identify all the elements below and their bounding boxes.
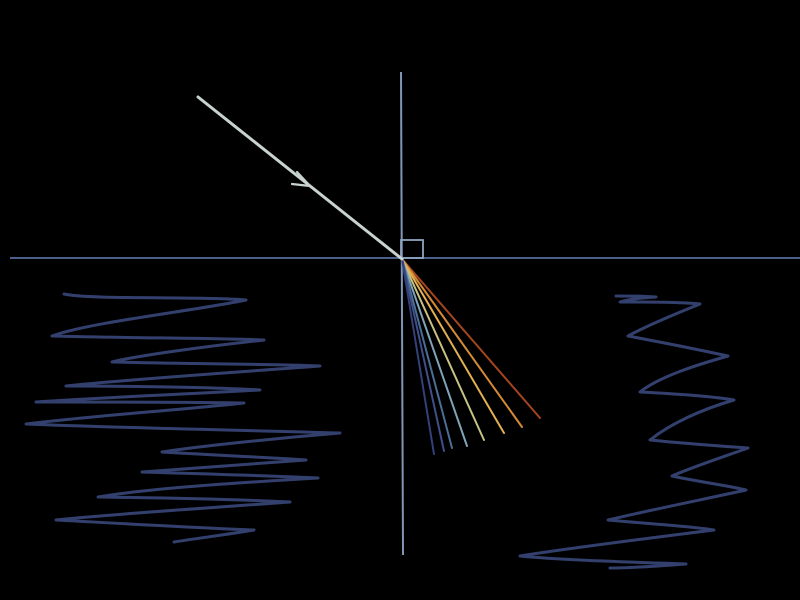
water-scribble-left bbox=[24, 292, 342, 544]
refracted-ray-2 bbox=[401, 258, 523, 428]
refracted-rays bbox=[401, 258, 541, 455]
water-scribble-right bbox=[518, 294, 750, 570]
refracted-ray-6 bbox=[401, 258, 453, 449]
refracted-ray-5 bbox=[401, 258, 468, 447]
arrow-icon bbox=[290, 170, 312, 188]
refracted-ray-7 bbox=[401, 258, 445, 452]
right-angle-marker bbox=[400, 239, 424, 259]
incident-ray bbox=[196, 95, 404, 261]
refracted-ray-3 bbox=[401, 258, 505, 434]
normal-line bbox=[400, 71, 404, 556]
refracted-ray-8 bbox=[401, 258, 435, 455]
refracted-ray-1 bbox=[401, 258, 541, 419]
refracted-ray-4 bbox=[401, 258, 485, 441]
